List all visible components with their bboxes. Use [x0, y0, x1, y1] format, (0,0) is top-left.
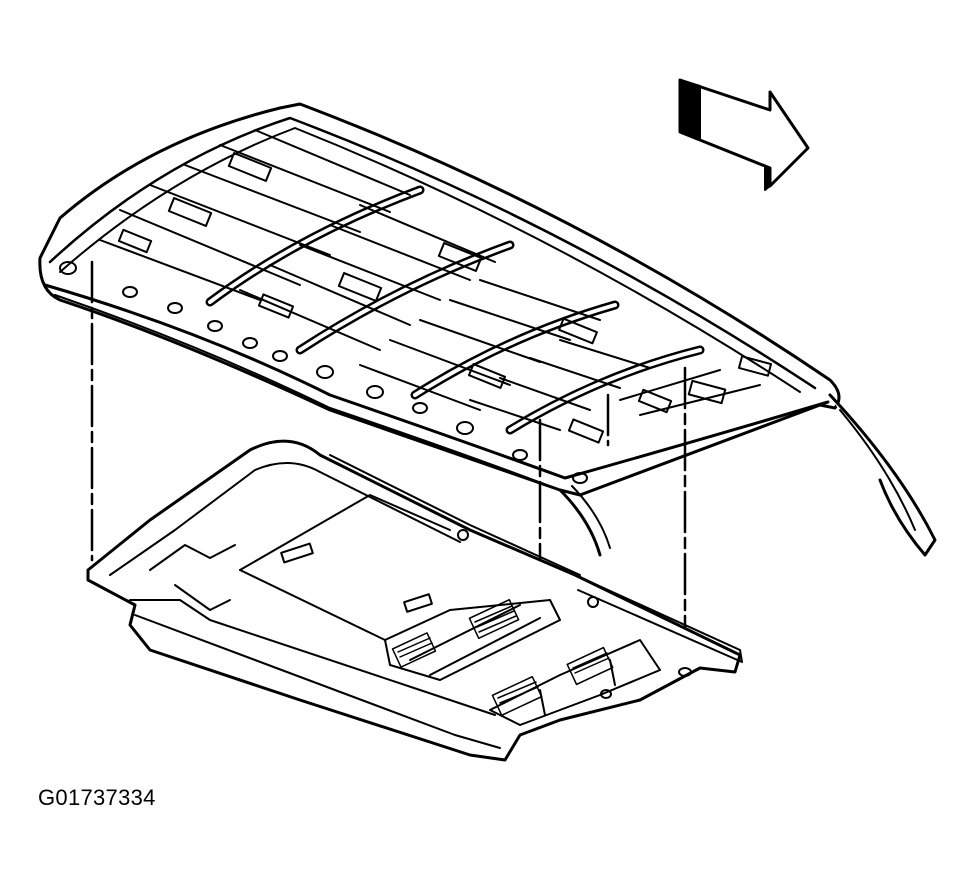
- figure-id-label: G01737334: [38, 785, 156, 810]
- headliner-panel: [86, 439, 743, 762]
- forward-arrow-icon: [678, 78, 810, 191]
- roof-frame: [38, 102, 937, 557]
